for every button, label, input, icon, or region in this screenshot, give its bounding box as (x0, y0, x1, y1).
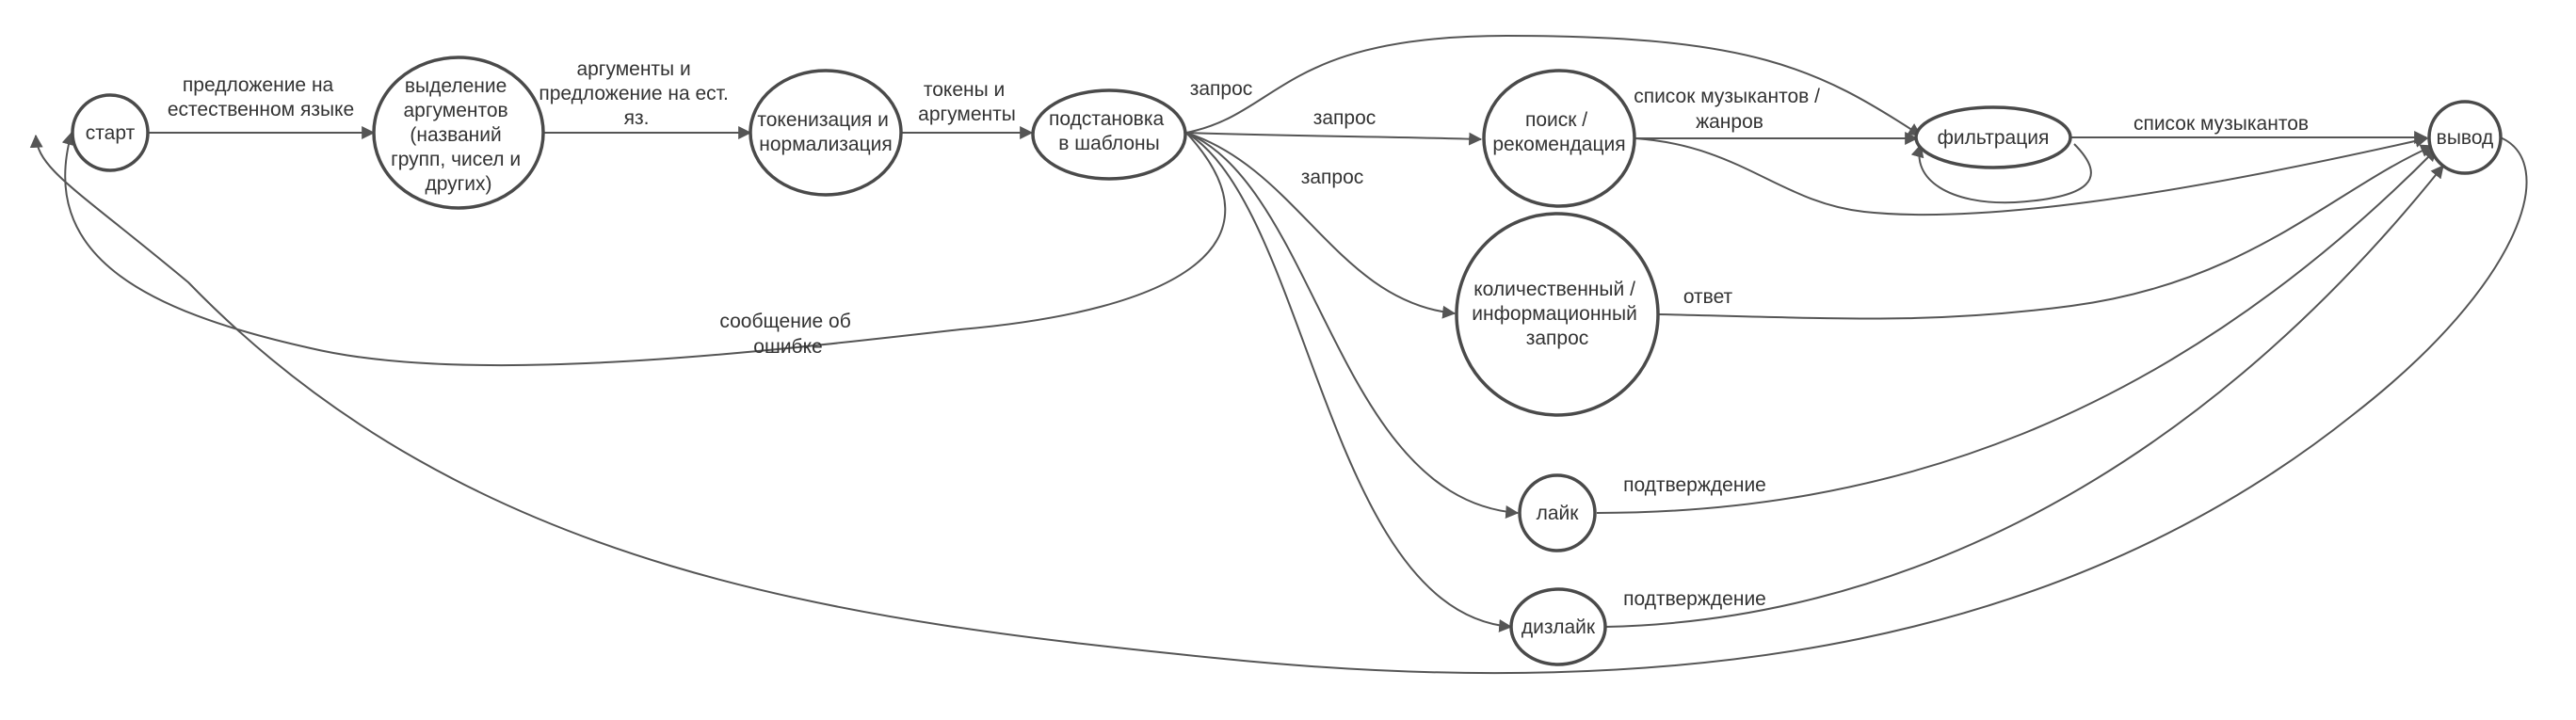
node-quantity: количественный / информационный запрос (1455, 212, 1660, 417)
node-start: старт (71, 93, 150, 172)
node-search-label: поиск / рекомендация (1492, 109, 1625, 155)
label-filter-output: список музыкантов (2133, 113, 2309, 135)
label-like-output: подтверждение (1623, 474, 1766, 496)
edge-output-start (29, 134, 2528, 675)
edge-templates-filter (1185, 34, 1922, 136)
nodes: старт выделение аргументов (названий гру… (71, 56, 2503, 666)
edge-templates-dislike (1185, 132, 1513, 632)
node-output: вывод (2427, 100, 2503, 175)
node-templates: подстановка в шаблоны (1031, 88, 1187, 181)
edge-labels: предложение на естественном языке аргуме… (168, 58, 2309, 610)
label-extract-tokenize: аргументы и предложение на ест. яз. (539, 58, 733, 129)
edge-search-output (1634, 135, 2429, 216)
node-extract: выделение аргументов (названий групп, чи… (372, 56, 545, 210)
edge-like-output (1596, 148, 2438, 514)
node-tokenize: токенизация и нормализация (749, 69, 903, 197)
edge-templates-like (1185, 132, 1520, 519)
node-dislike-label: дизлайк (1521, 616, 1596, 638)
node-like-label: лайк (1537, 503, 1580, 524)
edge-quantity-output (1657, 144, 2435, 320)
label-start-extract: предложение на естественном языке (168, 74, 354, 120)
node-filter: фильтрация (1914, 105, 2072, 169)
edge-templates-quantity (1185, 132, 1457, 319)
edge-filter-self (1910, 143, 2092, 204)
label-search-filter: список музыкантов / жанров (1634, 86, 1826, 133)
node-extract-label: выделение аргументов (названий групп, чи… (391, 75, 526, 195)
node-tokenize-label: токенизация и нормализация (757, 109, 894, 155)
label-quantity-output: ответ (1683, 286, 1733, 308)
node-templates-label: подстановка в шаблоны (1049, 108, 1169, 154)
label-templates-quantity: запрос (1301, 167, 1364, 188)
edge-templates-start (61, 131, 1227, 367)
label-dislike-output: подтверждение (1623, 588, 1766, 610)
label-tokenize-templates: токены и аргументы (918, 79, 1016, 125)
edge-templates-search (1185, 132, 1483, 146)
edges (29, 34, 2528, 675)
label-templates-filter: запрос (1190, 78, 1253, 100)
edge-dislike-output (1604, 165, 2444, 628)
label-templates-start: сообщение об ошибке (719, 311, 856, 358)
node-start-label: старт (86, 122, 136, 144)
node-quantity-label: количественный / информационный запрос (1472, 279, 1642, 349)
node-search: поиск / рекомендация (1482, 69, 1636, 208)
node-like: лайк (1518, 473, 1597, 552)
label-templates-search: запрос (1313, 107, 1377, 129)
node-dislike: дизлайк (1509, 587, 1607, 666)
node-filter-label: фильтрация (1938, 127, 2050, 149)
node-output-label: вывод (2437, 127, 2494, 149)
